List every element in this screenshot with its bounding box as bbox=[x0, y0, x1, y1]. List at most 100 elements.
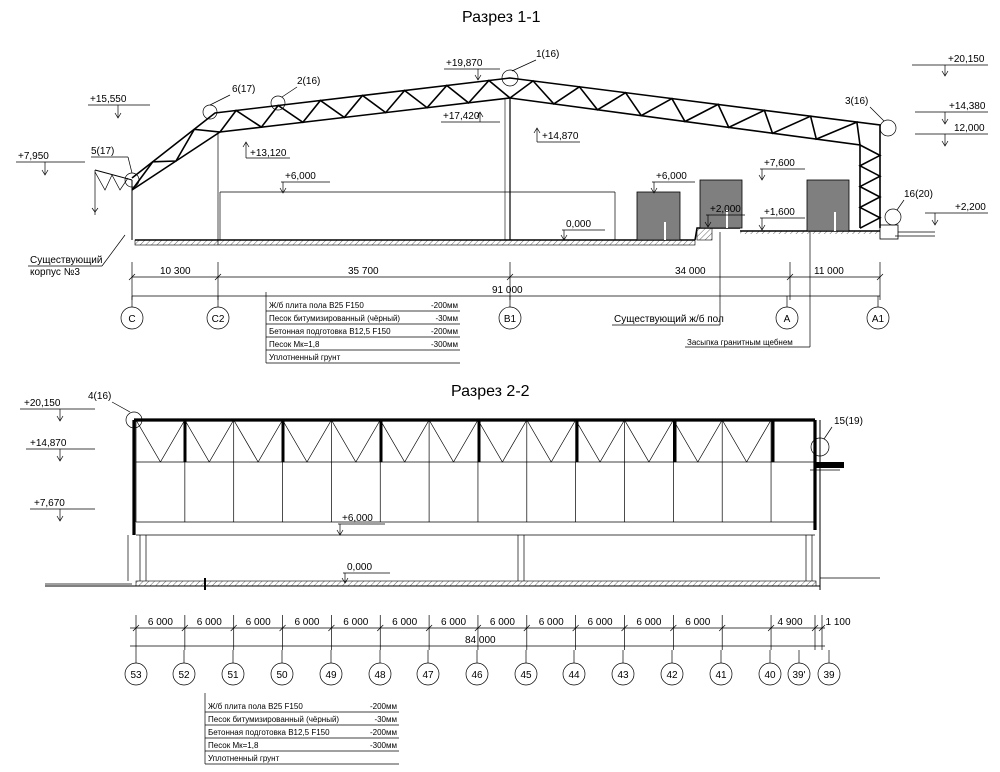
layers1-name-3: Песок Мк=1,8 bbox=[269, 340, 320, 349]
elev2-6000: +6,000 bbox=[342, 513, 373, 524]
axis-bubble-2-3: 50 bbox=[276, 670, 288, 681]
node-label-15-19: 15(19) bbox=[834, 416, 863, 427]
axis-bubble-2-1: 52 bbox=[178, 670, 190, 681]
roof-truss bbox=[131, 77, 882, 245]
node-label-5-17: 5(17) bbox=[91, 146, 114, 157]
axis-bubble-2-11: 42 bbox=[666, 670, 678, 681]
layers1-name-0: Ж/б плита пола B25 F150 bbox=[269, 301, 364, 310]
elev2-0000: 0,000 bbox=[347, 562, 372, 573]
axis-markers-1: C C2 B1 A A1 bbox=[120, 296, 890, 330]
layers2-value-0: -200мм bbox=[370, 702, 397, 711]
layers1-name-4: Уплотненный грунт bbox=[269, 353, 341, 362]
interior-partition bbox=[219, 191, 616, 240]
node-label-1-16: 1(16) bbox=[536, 49, 559, 60]
elev2-20150: +20,150 bbox=[24, 398, 61, 409]
dim-2-6: 6 000 bbox=[441, 617, 466, 628]
elev-15550: +15,550 bbox=[90, 94, 127, 105]
section-1-1: Разрез 1-1 bbox=[16, 9, 988, 364]
dimension-chain-2: 6 000 6 000 6 000 6 000 6 000 6 000 6 000 6 000… bbox=[130, 615, 851, 650]
axis-bubble-2-14: 39' bbox=[792, 670, 805, 681]
axis-bubble-2-4: 49 bbox=[325, 670, 337, 681]
layers2-value-2: -200мм bbox=[370, 728, 397, 737]
dim-1-0: 10 300 bbox=[160, 266, 191, 277]
elev-7950: +7,950 bbox=[18, 151, 49, 162]
dim-2-2: 6 000 bbox=[246, 617, 271, 628]
elev-6000-a: +6,000 bbox=[285, 171, 316, 182]
node-label-3-16: 3(16) bbox=[845, 96, 868, 107]
elevations-1: +7,950 +15,550 +19,870 +17,420 +13,120 +… bbox=[16, 54, 988, 241]
layers2-name-1: Песок битумизированный (чёрный) bbox=[208, 715, 339, 724]
node-label-4-16: 4(16) bbox=[88, 391, 111, 402]
elev-1600: +1,600 bbox=[764, 207, 795, 218]
section-1-title: Разрез 1-1 bbox=[462, 9, 541, 26]
dim-1-1: 35 700 bbox=[348, 266, 379, 277]
dim-2-5: 6 000 bbox=[392, 617, 417, 628]
layers2-name-3: Песок Мк=1,8 bbox=[208, 741, 259, 750]
dim-2-10: 6 000 bbox=[636, 617, 661, 628]
axis-bubble-1-4: A1 bbox=[872, 314, 885, 325]
axis-bubble-2-7: 46 bbox=[471, 670, 483, 681]
layers2-value-1: -30мм bbox=[374, 715, 397, 724]
axis-bubble-2-10: 43 bbox=[617, 670, 629, 681]
elev-14870: +14,870 bbox=[542, 131, 579, 142]
dimension-chain-1: 10 300 35 700 34 000 11 000 91 000 bbox=[128, 262, 884, 300]
dim-2-13: 1 100 bbox=[825, 617, 850, 628]
axis-bubble-2-12: 41 bbox=[715, 670, 727, 681]
axis-bubble-2-9: 44 bbox=[568, 670, 580, 681]
dim-2-9: 6 000 bbox=[588, 617, 613, 628]
elev-17420: +17,420 bbox=[443, 111, 480, 122]
section-2-2: Разрез 2-2 4( bbox=[20, 383, 880, 765]
elev-13120: +13,120 bbox=[250, 148, 287, 159]
dim-1-2: 34 000 bbox=[675, 266, 706, 277]
layers2-name-4: Уплотненный грунт bbox=[208, 754, 280, 763]
layers1-value-0: -200мм bbox=[431, 301, 458, 310]
dim-1-total: 91 000 bbox=[492, 285, 523, 296]
axis-bubble-1-0: C bbox=[128, 314, 135, 325]
frame-2 bbox=[45, 418, 880, 590]
note-existing-floor: Существующий ж/б пол bbox=[614, 313, 724, 325]
dim-2-1: 6 000 bbox=[197, 617, 222, 628]
elev-20150: +20,150 bbox=[948, 54, 985, 65]
elev-6000-b: +6,000 bbox=[656, 171, 687, 182]
layers2-value-3: -300мм bbox=[370, 741, 397, 750]
elev-0000: 0,000 bbox=[566, 219, 591, 230]
elev-2000: +2,000 bbox=[710, 204, 741, 215]
axis-bubble-2-8: 45 bbox=[520, 670, 532, 681]
axis-bubble-1-1: C2 bbox=[212, 314, 225, 325]
dim-2-total: 84 000 bbox=[465, 635, 496, 646]
dim-2-4: 6 000 bbox=[343, 617, 368, 628]
layers2-name-2: Бетонная подготовка B12,5 F150 bbox=[208, 728, 330, 737]
dim-2-11: 6 000 bbox=[685, 617, 710, 628]
elev2-14870: +14,870 bbox=[30, 438, 67, 449]
node-markers-1: 5(17) 6(17) 2(16) 1(16) 3(16) 16(20) bbox=[91, 49, 933, 226]
elevations-2: +20,150 +14,870 +7,670 +6,000 0,000 bbox=[20, 398, 390, 584]
elev2-7670: +7,670 bbox=[34, 498, 65, 509]
axis-bubble-2-15: 39 bbox=[823, 670, 835, 681]
layers1-value-1: -30мм bbox=[435, 314, 458, 323]
axis-bubble-1-3: A bbox=[784, 314, 791, 325]
elev-7600: +7,600 bbox=[764, 158, 795, 169]
dim-1-3: 11 000 bbox=[814, 266, 844, 277]
note-gravel-fill: Засыпка гранитным щебнем bbox=[687, 338, 793, 347]
axis-bubble-1-2: B1 bbox=[504, 314, 517, 325]
node-label-6-17: 6(17) bbox=[232, 84, 255, 95]
layers1-name-1: Песок битумизированный (чёрный) bbox=[269, 314, 400, 323]
dim-2-0: 6 000 bbox=[148, 617, 173, 628]
dim-2-12: 4 900 bbox=[777, 617, 802, 628]
node-label-16-20: 16(20) bbox=[904, 189, 933, 200]
layers1-value-3: -300мм bbox=[431, 340, 458, 349]
dim-2-8: 6 000 bbox=[539, 617, 564, 628]
existing-building bbox=[91, 169, 133, 240]
elev-12000: 12,000 bbox=[954, 123, 985, 134]
axis-bubble-2-5: 48 bbox=[374, 670, 386, 681]
elev-2200: +2,200 bbox=[955, 202, 986, 213]
axis-bubble-2-13: 40 bbox=[764, 670, 776, 681]
node-markers-2: 4(16) 15(19) bbox=[88, 391, 863, 457]
layers2-name-0: Ж/б плита пола B25 F150 bbox=[208, 702, 303, 711]
dim-2-3: 6 000 bbox=[294, 617, 319, 628]
